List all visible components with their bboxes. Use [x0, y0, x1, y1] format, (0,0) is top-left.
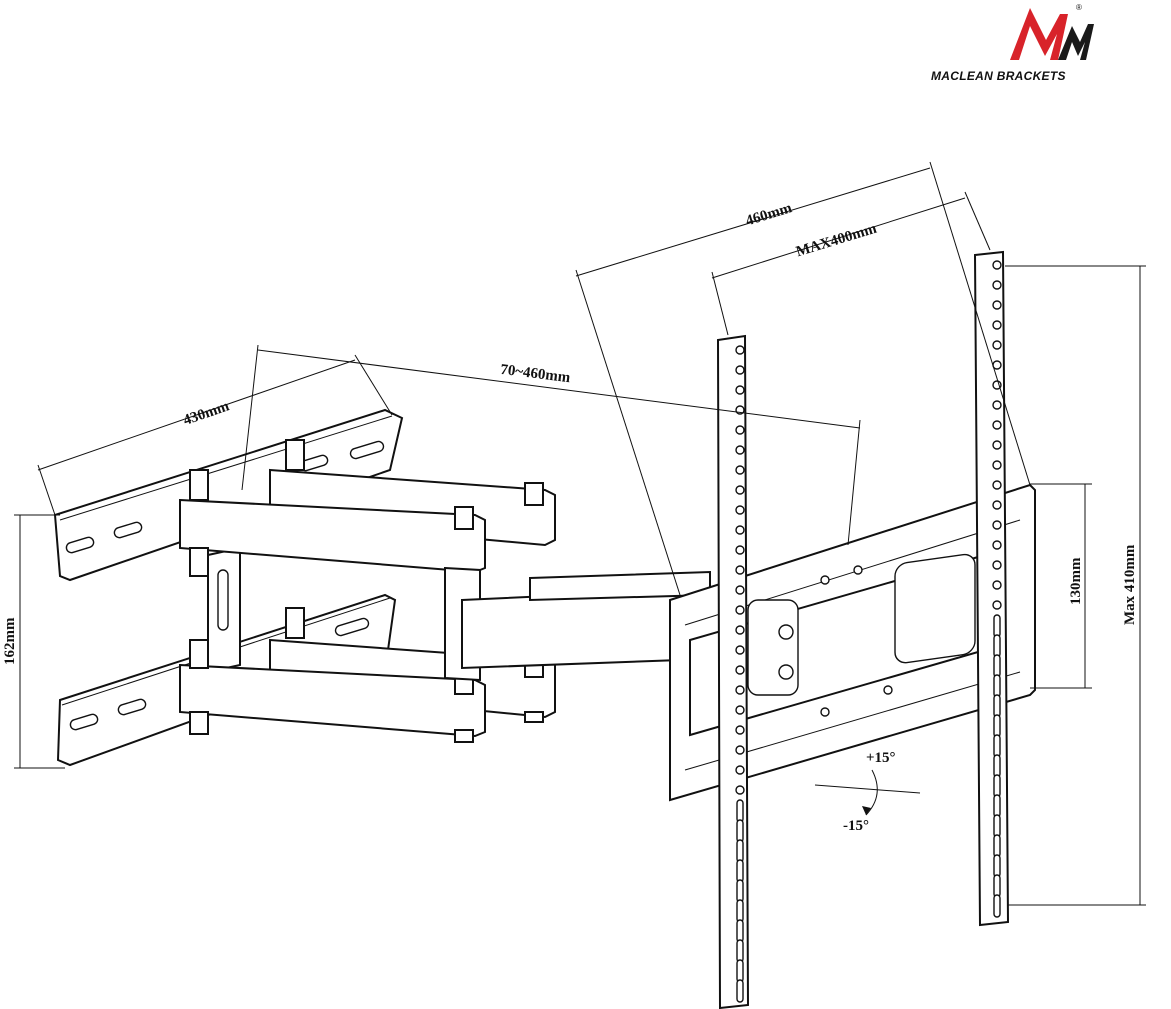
rail-hole — [993, 794, 1001, 818]
rail-hole — [735, 725, 745, 735]
rail-hole — [736, 859, 744, 883]
swing-arms — [179, 439, 711, 743]
rail-hole — [735, 665, 745, 675]
rail-hole — [993, 734, 1001, 758]
rail-hole — [735, 345, 745, 355]
rail-hole — [736, 819, 744, 843]
brand-name: MACLEAN BRACKETS — [931, 69, 1066, 83]
tv-plate — [669, 483, 1036, 802]
rail-hole — [735, 605, 745, 615]
rail-hole — [735, 545, 745, 555]
rail-hole — [992, 580, 1002, 590]
rail-hole — [735, 505, 745, 515]
rail-hole — [735, 585, 745, 595]
rail-hole — [993, 834, 1001, 858]
rail-hole — [735, 645, 745, 655]
rail-hole — [735, 685, 745, 695]
dimension-lines — [14, 161, 1146, 906]
rail-hole — [992, 400, 1002, 410]
rail-hole — [992, 540, 1002, 550]
rail-hole — [992, 320, 1002, 330]
rail-hole — [992, 420, 1002, 430]
label-tilt-up: +15° — [866, 750, 896, 766]
rail-hole — [993, 714, 1001, 738]
rail-hole — [736, 879, 744, 903]
rail-hole — [993, 894, 1001, 918]
rail-hole — [735, 385, 745, 395]
label-max400mm: MAX400mm — [794, 221, 879, 261]
rail-hole — [735, 745, 745, 755]
rail-hole — [735, 485, 745, 495]
rail-hole — [735, 785, 745, 795]
rail-hole — [736, 839, 744, 863]
label-430mm: 430mm — [181, 398, 232, 429]
rail-hole — [992, 300, 1002, 310]
rail-hole — [993, 754, 1001, 778]
rail-hole — [993, 774, 1001, 798]
rail-hole — [993, 674, 1001, 698]
rail-hole — [992, 520, 1002, 530]
rail-hole — [992, 460, 1002, 470]
rail-hole — [993, 874, 1001, 898]
brand-logo: ® MACLEAN BRACKETS — [931, 3, 1094, 83]
rail-hole — [992, 340, 1002, 350]
rail-hole — [735, 625, 745, 635]
rail-hole — [735, 365, 745, 375]
rail-hole — [993, 634, 1001, 658]
rail-hole — [992, 280, 1002, 290]
label-tilt-down: -15° — [843, 818, 869, 834]
label-max410mm: Max 410mm — [1122, 544, 1138, 625]
rail-hole — [735, 765, 745, 775]
rail-hole — [993, 654, 1001, 678]
rail-hole — [736, 799, 744, 823]
rail-hole — [736, 919, 744, 943]
tv-rail-left — [716, 334, 750, 1009]
rail-hole — [735, 705, 745, 715]
rail-hole — [992, 260, 1002, 270]
label-130mm: 130mm — [1068, 557, 1084, 605]
rail-hole — [992, 500, 1002, 510]
rail-hole — [993, 814, 1001, 838]
tv-rail-right — [973, 250, 1010, 927]
rail-hole — [735, 425, 745, 435]
rail-hole — [992, 380, 1002, 390]
rail-hole — [992, 480, 1002, 490]
rail-hole — [993, 614, 1001, 638]
rail-hole — [736, 939, 744, 963]
rail-hole — [735, 465, 745, 475]
rail-hole — [735, 565, 745, 575]
rail-hole — [992, 600, 1002, 610]
rail-hole — [736, 959, 744, 983]
logo-black-m — [1058, 24, 1094, 60]
rail-hole — [735, 525, 745, 535]
rail-hole — [736, 899, 744, 923]
rail-hole — [993, 854, 1001, 878]
rail-hole — [992, 560, 1002, 570]
rail-hole — [993, 694, 1001, 718]
rail-hole — [736, 979, 744, 1003]
label-162mm: 162mm — [2, 617, 18, 665]
label-460mm: 460mm — [744, 200, 795, 229]
rail-hole — [735, 445, 745, 455]
logo-registered-mark: ® — [1076, 3, 1082, 12]
rail-hole — [992, 440, 1002, 450]
logo-red-m — [1010, 8, 1068, 60]
